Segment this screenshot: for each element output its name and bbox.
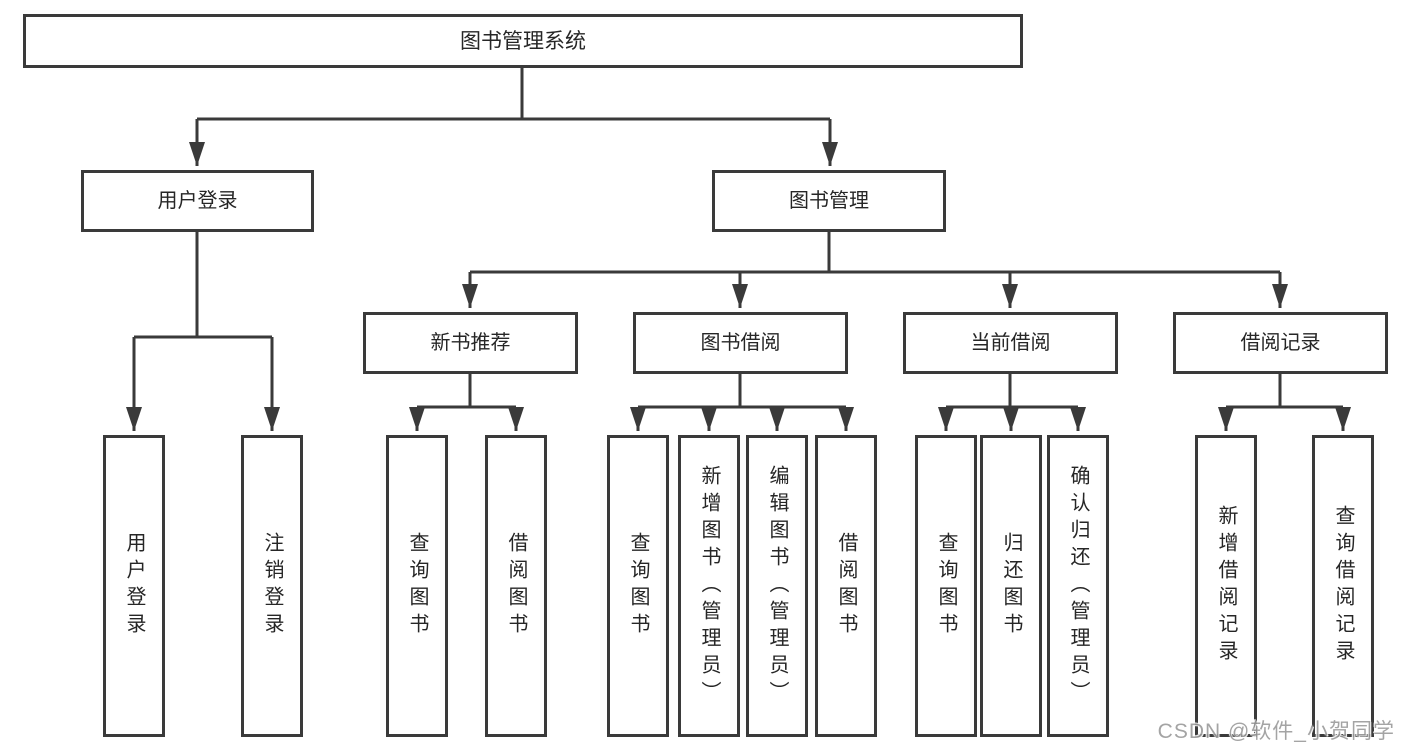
node-new-book-recommend: 新书推荐 <box>363 312 578 374</box>
leaf-return-books: 归还图书 <box>980 435 1042 737</box>
leaf-query-books-borrowing: 查询图书 <box>607 435 669 737</box>
node-library-management-system: 图书管理系统 <box>23 14 1023 68</box>
leaf-query-borrow-record: 查询借阅记录 <box>1312 435 1374 737</box>
node-current-borrowing: 当前借阅 <box>903 312 1118 374</box>
node-book-management: 图书管理 <box>712 170 946 232</box>
leaf-user-login: 用户登录 <box>103 435 165 737</box>
leaf-confirm-return-admin: 确认归还（管理员） <box>1047 435 1109 737</box>
csdn-watermark: CSDN @软件_小贺同学 <box>1157 720 1395 743</box>
leaf-add-borrow-record: 新增借阅记录 <box>1195 435 1257 737</box>
node-borrowing-records: 借阅记录 <box>1173 312 1388 374</box>
leaf-logout: 注销登录 <box>241 435 303 737</box>
leaf-borrow-books-borrowing: 借阅图书 <box>815 435 877 737</box>
node-book-borrowing: 图书借阅 <box>633 312 848 374</box>
leaf-query-books-recommend: 查询图书 <box>386 435 448 737</box>
node-user-login: 用户登录 <box>81 170 314 232</box>
leaf-add-books-admin: 新增图书（管理员） <box>678 435 740 737</box>
leaf-borrow-books-recommend: 借阅图书 <box>485 435 547 737</box>
leaf-edit-books-admin: 编辑图书（管理员） <box>746 435 808 737</box>
leaf-query-books-current: 查询图书 <box>915 435 977 737</box>
